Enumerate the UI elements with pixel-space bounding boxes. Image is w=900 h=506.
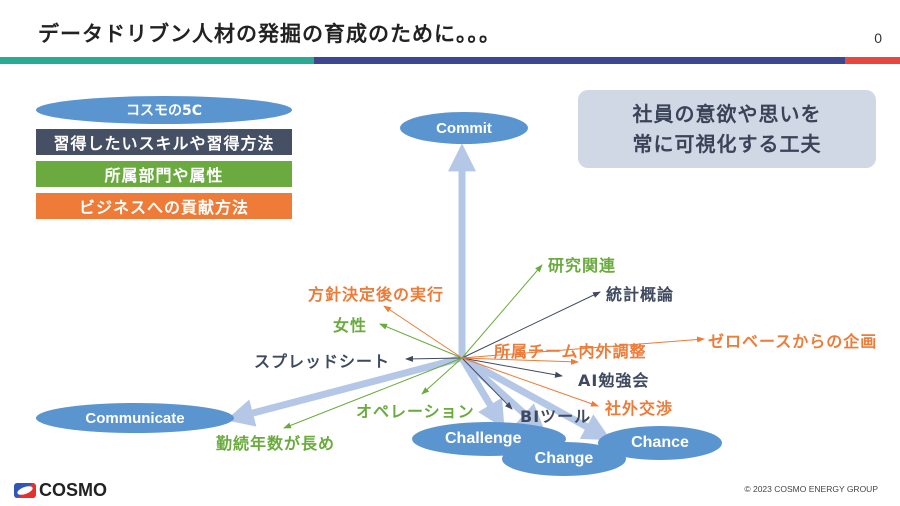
cosmo-logo-text: COSMO <box>39 480 108 500</box>
arrow-statistics <box>461 291 601 359</box>
arrow-long-tenure <box>283 357 463 429</box>
callout-line-1: 社員の意欲や思いを <box>632 102 822 126</box>
arrow-zero-base-planning <box>461 336 705 359</box>
header-band-navy <box>314 57 845 64</box>
arrow-spreadsheet <box>405 355 463 362</box>
page-number: 0 <box>874 30 882 46</box>
node-commit: Commit <box>400 112 528 144</box>
node-communicate: Communicate <box>36 403 234 433</box>
label-team-coordination: 所属チーム内外調整 <box>494 342 647 361</box>
cosmo-logo: COSMO <box>14 480 107 501</box>
arrow-team-coordination <box>461 357 579 365</box>
label-bi-tool: BIツール <box>520 407 592 426</box>
arrow-to-change <box>459 355 546 433</box>
legend-item-attribute: 所属部門や属性 <box>36 161 292 187</box>
slide-title: データドリブン人材の発掘の育成のために。。。 <box>38 22 501 46</box>
legend-item-contribution: ビジネスへの貢献方法 <box>36 193 292 219</box>
legend-heading: コスモの5C <box>36 96 292 124</box>
label-zero-base-planning: ゼロベースからの企画 <box>708 332 878 351</box>
label-external-negotiation: 社外交渉 <box>605 399 674 418</box>
arrow-female <box>379 323 463 359</box>
label-research: 研究関連 <box>548 256 617 275</box>
label-long-tenure: 勤続年数が長め <box>216 434 336 453</box>
arrow-bi-tool <box>461 357 513 410</box>
arrow-ai-study <box>461 357 563 378</box>
arrow-research <box>461 264 543 359</box>
node-change: Change <box>502 442 626 476</box>
cosmo-logo-icon <box>14 483 36 498</box>
arrow-to-communicate <box>225 354 463 427</box>
arrow-to-chance <box>460 354 612 441</box>
arrow-policy-execution <box>383 305 463 359</box>
label-policy-execution: 方針決定後の実行 <box>308 285 445 304</box>
legend-item-skill: 習得したいスキルや習得方法 <box>36 129 292 155</box>
label-female: 女性 <box>333 316 368 335</box>
label-statistics: 統計概論 <box>606 285 675 304</box>
label-spreadsheet: スプレッドシート <box>254 352 391 371</box>
copyright: © 2023 COSMO ENERGY GROUP <box>744 484 878 494</box>
arrow-external-negotiation <box>461 357 599 407</box>
label-operation: オペレーション <box>356 402 475 421</box>
header-band-red <box>845 57 900 64</box>
label-ai-study: AI勉強会 <box>578 371 650 390</box>
callout-line-2: 常に可視化する工夫 <box>632 132 822 156</box>
arrow-operation <box>421 357 463 395</box>
header-band-teal <box>0 57 314 64</box>
callout-box: 社員の意欲や思いを 常に可視化する工夫 <box>578 90 876 168</box>
